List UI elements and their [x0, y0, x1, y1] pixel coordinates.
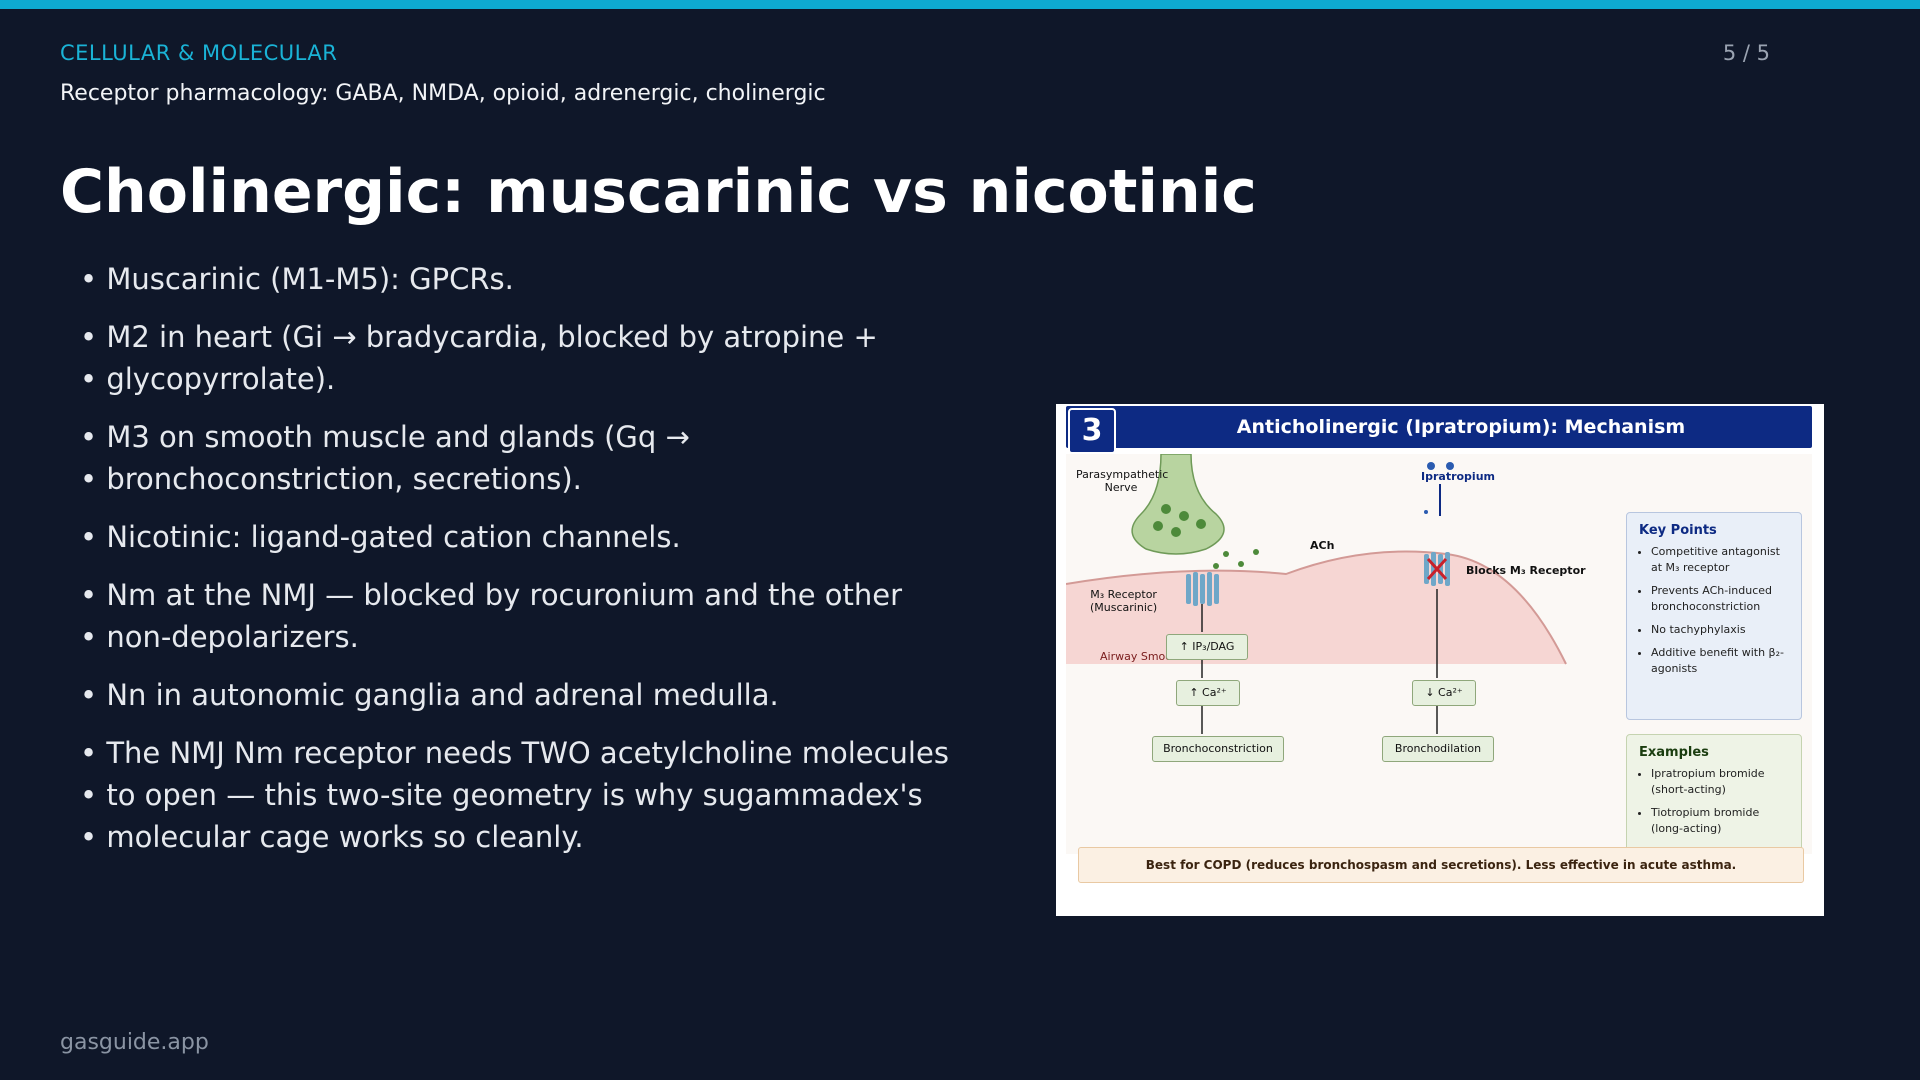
tissue-membrane	[1066, 550, 1567, 665]
bullet-item: Nicotinic: ligand-gated cation channels.	[80, 516, 1010, 558]
bullet-line: M2 in heart (Gi → bradycardia, blocked b…	[80, 316, 1010, 358]
panel-list-item: No tachyphylaxis	[1651, 622, 1791, 638]
bullet-item: M3 on smooth muscle and glands (Gq →bron…	[80, 416, 1010, 500]
bullet-item: Nn in autonomic ganglia and adrenal medu…	[80, 674, 1010, 716]
ach-molecule-icon	[1213, 563, 1219, 569]
examples-list: Ipratropium bromide (short-acting) Tiotro…	[1627, 766, 1801, 837]
examples-title: Examples	[1639, 745, 1709, 760]
pathway-outcome: Bronchoconstriction	[1152, 736, 1284, 762]
ach-label: ACh	[1310, 539, 1335, 552]
key-points-list: Competitive antagonist at M₃ receptorPre…	[1627, 544, 1801, 677]
vesicle-icon	[1171, 527, 1181, 537]
ach-molecule-icon	[1223, 551, 1229, 557]
ipratropium-molecule-icon	[1446, 462, 1454, 470]
bullet-item: Nm at the NMJ — blocked by rocuronium an…	[80, 574, 1010, 658]
ach-molecule-icon	[1238, 561, 1244, 567]
figure-number: 3	[1068, 408, 1116, 454]
section-label: CELLULAR & MOLECULAR	[60, 41, 338, 65]
receptor-label-line-2: (Muscarinic)	[1090, 601, 1158, 614]
blocked-m3-receptor-icon	[1424, 552, 1450, 586]
ipratropium-molecule-icon	[1427, 462, 1435, 470]
bullet-line: Muscarinic (M1-M5): GPCRs.	[80, 258, 1010, 300]
panel-list-item: Prevents ACh-induced bronchoconstriction	[1651, 583, 1791, 615]
mechanism-diagram: Parasympathetic Nerve ACh Ipratropium Bl…	[1066, 454, 1812, 876]
bullet-item: Muscarinic (M1-M5): GPCRs.	[80, 258, 1010, 300]
vesicle-icon	[1196, 519, 1206, 529]
panel-list-item: Ipratropium bromide (short-acting)	[1651, 766, 1791, 798]
m3-receptor-icon	[1186, 572, 1219, 606]
pathway-outcome: Bronchodilation	[1382, 736, 1494, 762]
bullet-list: Muscarinic (M1-M5): GPCRs. M2 in heart (G…	[80, 258, 1010, 874]
vesicle-icon	[1179, 511, 1189, 521]
footer-site: gasguide.app	[60, 1030, 209, 1055]
bullet-line: molecular cage works so cleanly.	[80, 816, 1010, 858]
page-counter: 5 / 5	[1722, 41, 1770, 65]
bullet-item: M2 in heart (Gi → bradycardia, blocked b…	[80, 316, 1010, 400]
mechanism-figure: 3 Anticholinergic (Ipratropium): Mechani…	[1056, 404, 1824, 916]
nerve-label-line-2: Nerve	[1104, 481, 1138, 494]
slide-title: Cholinergic: muscarinic vs nicotinic	[60, 157, 1257, 227]
key-points-panel: Key Points Competitive antagonist at M₃ …	[1626, 512, 1802, 720]
bullet-line: non-depolarizers.	[80, 616, 1010, 658]
figure-title: Anticholinergic (Ipratropium): Mechanism	[1236, 416, 1686, 438]
panel-list-item: Tiotropium bromide (long-acting)	[1651, 805, 1791, 837]
nerve-label: Parasympathetic Nerve	[1076, 468, 1169, 494]
figure-header-bar	[1066, 406, 1812, 448]
pathway-step: ↓ Ca²⁺	[1412, 680, 1476, 706]
vesicle-icon	[1153, 521, 1163, 531]
accent-top-bar	[0, 0, 1920, 9]
clinical-note: Best for COPD (reduces bronchospasm and …	[1078, 847, 1804, 883]
bullet-line: Nn in autonomic ganglia and adrenal medu…	[80, 674, 1010, 716]
pathway-step: ↑ Ca²⁺	[1176, 680, 1240, 706]
bullet-line: glycopyrrolate).	[80, 358, 1010, 400]
ipratropium-label: Ipratropium	[1421, 470, 1495, 483]
deck-subtitle: Receptor pharmacology: GABA, NMDA, opioi…	[60, 81, 826, 106]
ipratropium-molecule-icon	[1424, 510, 1428, 514]
panel-list-item: Competitive antagonist at M₃ receptor	[1651, 544, 1791, 576]
key-points-title: Key Points	[1639, 523, 1717, 538]
bullet-line: Nm at the NMJ — blocked by rocuronium an…	[80, 574, 1010, 616]
bullet-line: to open — this two-site geometry is why …	[80, 774, 1010, 816]
bullet-line: M3 on smooth muscle and glands (Gq →	[80, 416, 1010, 458]
bullet-item: The NMJ Nm receptor needs TWO acetylchol…	[80, 732, 1010, 858]
bullet-line: Nicotinic: ligand-gated cation channels.	[80, 516, 1010, 558]
pathway-step: ↑ IP₃/DAG	[1166, 634, 1248, 660]
panel-list-item: Additive benefit with β₂-agonists	[1651, 645, 1791, 677]
vesicle-icon	[1161, 504, 1171, 514]
receptor-label-line-1: M₃ Receptor	[1090, 588, 1157, 601]
nerve-label-line-1: Parasympathetic	[1076, 468, 1169, 481]
ach-molecule-icon	[1253, 549, 1259, 555]
bullet-line: bronchoconstriction, secretions).	[80, 458, 1010, 500]
receptor-label: M₃ Receptor (Muscarinic)	[1090, 588, 1157, 614]
bullet-line: The NMJ Nm receptor needs TWO acetylchol…	[80, 732, 1010, 774]
blocks-receptor-label: Blocks M₃ Receptor	[1466, 564, 1586, 577]
